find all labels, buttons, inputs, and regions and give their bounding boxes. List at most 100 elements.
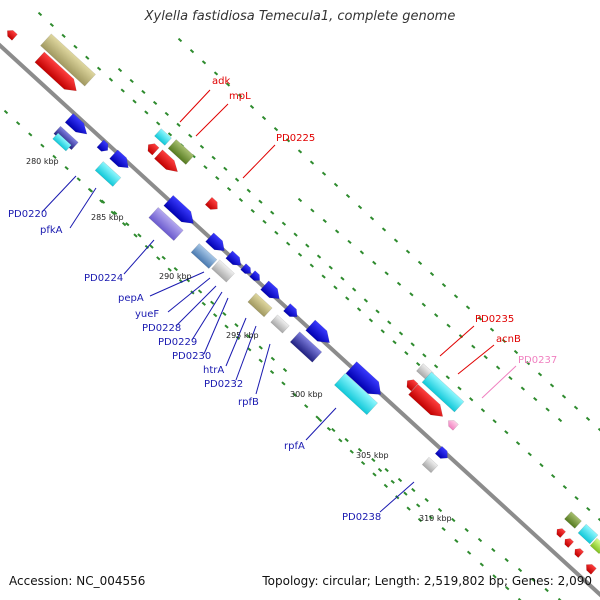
gene-blue-285-shape: [109, 149, 129, 169]
gene-edge-red-d: [586, 564, 597, 575]
gene-label-acnb: acnB: [496, 334, 521, 345]
gene-label-pd0224: PD0224: [84, 273, 123, 284]
grid-dot: [515, 441, 521, 446]
grid-dot: [411, 487, 416, 493]
label-callouts: [41, 89, 517, 513]
grid-dot: [108, 77, 114, 82]
grid-dot: [250, 208, 255, 213]
grid-dot: [297, 149, 303, 154]
grid-dot: [333, 285, 338, 290]
gene-pd0235-red: [406, 379, 419, 392]
gene-rpfb-navy: [289, 331, 323, 363]
gene-pd0232: [305, 319, 330, 344]
grid-dot: [492, 419, 497, 424]
grid-dot: [525, 361, 531, 366]
grid-dot: [520, 386, 526, 391]
grid-dot: [61, 33, 66, 38]
gene-edge-red-d-shape: [586, 564, 597, 575]
grid-dot: [3, 109, 9, 115]
grid-dot: [15, 121, 21, 126]
grid-dot: [544, 587, 549, 593]
callout-line: [203, 297, 229, 355]
grid-dot: [273, 127, 279, 132]
gene-edge-red-shape: [7, 30, 18, 41]
grid-dot: [125, 222, 130, 227]
grid-dot: [451, 517, 456, 523]
grid-dot: [213, 71, 219, 76]
grid-dot: [226, 186, 232, 192]
grid-dot: [368, 318, 374, 323]
grid-dot: [539, 463, 544, 468]
grid-dot: [234, 323, 239, 328]
map-title: Xylella fastidiosa Temecula1, complete g…: [144, 9, 456, 24]
gene-gray-310: [421, 456, 439, 474]
grid-dot: [527, 452, 532, 457]
genome-info-text: Topology: circular; Length: 2,519,802 bp…: [262, 574, 592, 588]
grid-dot: [345, 296, 350, 301]
grid-dots: [3, 11, 600, 600]
gene-pd0220-cyan-shape: [52, 132, 72, 152]
gene-pd0232-shape: [305, 319, 330, 344]
grid-dot: [152, 100, 158, 106]
grid-dot: [417, 260, 423, 265]
grid-dot: [357, 447, 363, 453]
grid-dot: [458, 334, 464, 339]
grid-dot: [297, 252, 303, 257]
gene-pd0235-red-shape: [406, 379, 419, 392]
gene-red-top: [34, 51, 77, 92]
grid-dot: [421, 302, 426, 307]
gene-blue-310-shape: [434, 445, 448, 459]
grid-dot: [428, 515, 434, 520]
grid-dot: [381, 227, 387, 232]
grid-dot: [281, 381, 286, 386]
grid-dot: [513, 349, 519, 355]
gene-htra: [283, 303, 298, 317]
gene-pd0224-violet-shape: [148, 207, 184, 241]
grid-dot: [359, 250, 365, 255]
gene-rpfa-cyan: [334, 372, 378, 416]
gene-label-htra: htrA: [203, 365, 224, 376]
grid-dot: [360, 461, 366, 466]
gene-rpfa-cyan-shape: [334, 372, 378, 416]
grid-dot: [222, 311, 227, 316]
grid-dot: [223, 166, 228, 171]
grid-dot: [433, 364, 439, 369]
gene-edge-red-b-shape: [564, 538, 575, 549]
callout-line: [235, 325, 257, 381]
tick-label-295: 295 kbp: [226, 331, 259, 340]
grid-dot: [574, 495, 579, 501]
grid-dot: [173, 266, 178, 272]
gene-red-small-shape: [147, 143, 160, 156]
callout-line: [225, 317, 247, 367]
grid-dot: [396, 281, 402, 286]
gene-blue-small-a-shape: [96, 139, 109, 152]
gene-adk-shape: [154, 128, 172, 146]
grid-dot: [466, 550, 472, 555]
grid-dot: [351, 287, 357, 292]
gene-htra-olive-shape: [247, 292, 273, 318]
grid-dot: [321, 274, 326, 279]
callout-line: [195, 103, 229, 137]
grid-dot: [201, 301, 206, 306]
grid-dot: [483, 355, 488, 360]
gene-blue-310: [434, 445, 448, 459]
gene-label-mpl: mpL: [229, 91, 251, 102]
callout-line: [191, 291, 223, 341]
gene-rpfa-blue: [345, 361, 382, 395]
grid-dot: [508, 376, 513, 381]
grid-dot: [73, 44, 78, 49]
gene-mpl-red: [154, 149, 178, 173]
grid-dot: [322, 218, 327, 224]
gene-pepa-steel: [190, 243, 218, 269]
gene-pfka-shape: [94, 161, 122, 187]
grid-dot: [491, 547, 496, 553]
tick-label-280: 280 kbp: [26, 157, 59, 166]
grid-dot: [586, 506, 591, 512]
callout-line: [123, 239, 155, 275]
grid-dot: [422, 353, 427, 358]
grid-dot: [258, 199, 263, 204]
grid-dot: [224, 324, 229, 329]
gene-label-pepa: pepA: [118, 293, 144, 304]
gene-pd0229: [249, 270, 260, 281]
